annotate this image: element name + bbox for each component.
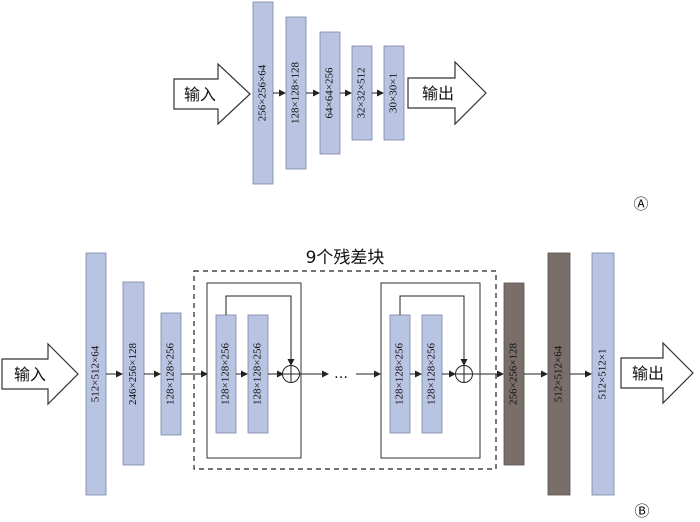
panel-b-pre-block-1: 512×512×64 — [85, 252, 107, 496]
residual-block-1-add-icon — [282, 365, 300, 383]
panel-b-post-block-2-label: 512×512×64 — [553, 345, 565, 402]
panel-b-post-block-3: 512×512×1 — [591, 252, 615, 496]
residual-group-frame — [193, 270, 497, 470]
panel-b-output-label: 输出 — [632, 364, 664, 383]
residual-block-1-layer-1-label: 128×128×256 — [220, 343, 232, 405]
panel-a-input-label: 输入 — [184, 85, 216, 104]
residual-block-2-layer-1: 128×128×256 — [389, 314, 411, 434]
residual-group-title: 9个残差块 — [306, 248, 385, 268]
panel-b-pre-block-2: 246×256×128 — [122, 281, 145, 466]
panel-a-block-1-label: 256×256×64 — [257, 64, 269, 121]
panel-a-output-arrow: 输出 — [407, 60, 487, 126]
panel-a-block-3: 64×64×256 — [319, 31, 341, 155]
panel-a-block-5-label: 30×30×1 — [388, 73, 400, 113]
panel-a-block-5: 30×30×1 — [383, 45, 405, 141]
residual-block-2-layer-2: 128×128×256 — [421, 314, 443, 434]
panel-b-pre-block-3: 128×128×256 — [160, 312, 182, 436]
panel-a-label: Ⓐ — [633, 195, 648, 213]
panel-a-block-4-label: 32×32×512 — [356, 68, 368, 119]
panel-b-post-block-3-label: 512×512×1 — [597, 349, 609, 400]
residual-ellipsis: … — [334, 366, 348, 382]
residual-block-2-add-icon — [455, 365, 473, 383]
residual-block-1: 128×128×256 128×128×256 — [206, 282, 302, 459]
panel-a-input-arrow: 输入 — [173, 62, 251, 126]
panel-b-input-label: 输入 — [14, 365, 46, 384]
residual-block-2-layer-2-label: 128×128×256 — [426, 343, 438, 405]
panel-a-block-4: 32×32×512 — [351, 45, 373, 141]
residual-block-1-layer-2-label: 128×128×256 — [252, 343, 264, 405]
residual-block-2: 128×128×256 128×128×256 — [380, 282, 481, 459]
panel-a-block-3-label: 64×64×256 — [324, 67, 336, 118]
panel-b: 输入 512×512×64 246×256×128 128×128×256 9个… — [1, 248, 694, 520]
panel-b-label: Ⓑ — [634, 502, 649, 520]
panel-b-pre-block-2-label: 246×256×128 — [127, 343, 139, 405]
panel-b-pre-block-3-label: 128×128×256 — [165, 343, 177, 405]
residual-block-1-layer-2: 128×128×256 — [247, 314, 269, 434]
residual-block-2-layer-1-label: 128×128×256 — [394, 343, 406, 405]
panel-b-input-arrow: 输入 — [1, 342, 79, 406]
panel-b-post-block-1-label: 256×256×128 — [508, 343, 520, 405]
panel-b-post-block-2: 512×512×64 — [547, 252, 571, 496]
panel-a: 输入 256×256×64 128×128×128 64×64×256 32×3… — [173, 1, 649, 213]
panel-b-output-arrow: 输出 — [620, 341, 694, 405]
residual-block-1-layer-1: 128×128×256 — [215, 314, 237, 434]
panel-a-block-1: 256×256×64 — [252, 1, 274, 185]
panel-b-pre-block-1-label: 512×512×64 — [90, 345, 102, 402]
panel-a-block-2-label: 128×128×128 — [290, 62, 302, 124]
panel-b-post-block-1: 256×256×128 — [503, 282, 525, 466]
panel-a-output-label: 输出 — [422, 84, 454, 103]
panel-a-block-2: 128×128×128 — [285, 16, 307, 170]
